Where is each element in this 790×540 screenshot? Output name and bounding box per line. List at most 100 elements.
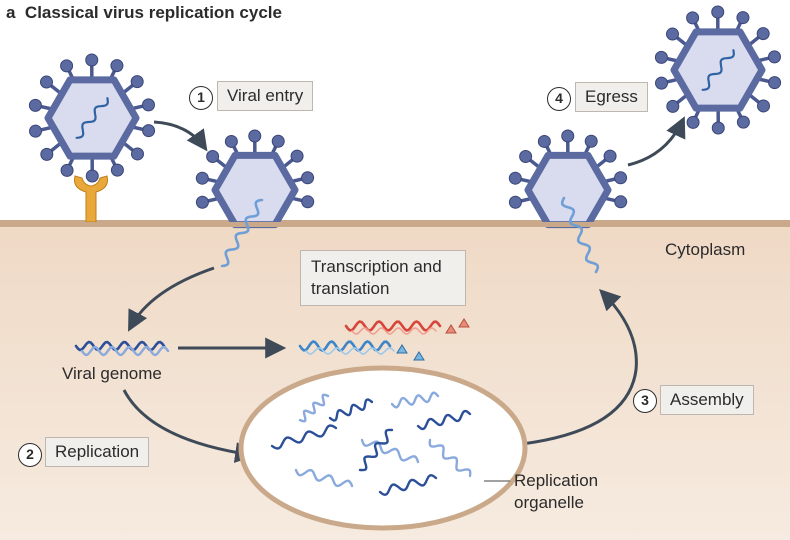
organelle-rna bbox=[328, 398, 374, 422]
step-3-number: 3 bbox=[633, 389, 657, 413]
replication-organelle bbox=[238, 365, 528, 531]
step-4-number: 4 bbox=[547, 87, 571, 111]
protein-red-2 bbox=[458, 318, 470, 328]
spike-knob bbox=[206, 150, 220, 164]
host-receptor bbox=[74, 175, 108, 223]
spike-knob bbox=[584, 134, 598, 148]
step-4-label: Egress bbox=[575, 82, 648, 112]
spike-knob bbox=[141, 98, 155, 112]
spike-knob bbox=[736, 115, 750, 129]
spike-knob bbox=[29, 124, 43, 138]
organelle-rna bbox=[416, 409, 472, 431]
spike-knob bbox=[290, 149, 304, 163]
protein-red-1 bbox=[445, 324, 457, 334]
spike-knob bbox=[614, 171, 628, 185]
step-1-label: Viral entry bbox=[217, 81, 314, 111]
organelle-rna bbox=[270, 424, 338, 450]
spike-knob bbox=[654, 50, 668, 64]
spike-knob bbox=[110, 59, 124, 73]
spike-knob bbox=[131, 147, 145, 161]
mrna-red-light bbox=[351, 327, 437, 335]
spike-knob bbox=[736, 11, 750, 25]
spike-knob bbox=[561, 129, 575, 143]
virus-released bbox=[654, 5, 782, 135]
arrow-entry bbox=[153, 120, 208, 152]
spike-knob bbox=[110, 163, 124, 177]
cytoplasm-label: Cytoplasm bbox=[665, 240, 746, 259]
arrow-assembly bbox=[521, 289, 638, 446]
spike-knob bbox=[614, 195, 628, 209]
capsid bbox=[211, 151, 299, 229]
spike-knob bbox=[142, 124, 156, 138]
spike-knob bbox=[686, 11, 700, 25]
spike-knob bbox=[686, 115, 700, 129]
viral-rna-strand bbox=[75, 97, 109, 139]
organelle-rna bbox=[428, 438, 472, 478]
spike-knob bbox=[248, 129, 262, 143]
protein-blue-2 bbox=[413, 351, 425, 361]
membrane-overlay bbox=[0, 222, 790, 227]
viral-genome-label: Viral genome bbox=[62, 364, 162, 383]
arrow-egress bbox=[627, 116, 686, 167]
spike-knob bbox=[666, 99, 680, 113]
spike-knob bbox=[130, 75, 144, 89]
entering-genome bbox=[220, 198, 264, 268]
capsid bbox=[524, 151, 612, 229]
spike-knob bbox=[756, 27, 770, 41]
organelle-rna bbox=[360, 438, 420, 464]
spike-knob bbox=[519, 150, 533, 164]
mrna-blue-light bbox=[305, 347, 395, 355]
step-2-label: Replication bbox=[45, 437, 150, 467]
title-text: Classical virus replication cycle bbox=[24, 3, 282, 22]
spike-knob bbox=[711, 5, 725, 19]
spike-knob bbox=[665, 27, 679, 41]
organelle-rna bbox=[358, 428, 394, 472]
organelle-rna bbox=[378, 474, 438, 496]
spike-knob bbox=[85, 169, 99, 183]
virus-attaching bbox=[195, 129, 315, 229]
spike-knob bbox=[508, 195, 522, 209]
spike-knob bbox=[60, 163, 74, 177]
virus-extracellular bbox=[28, 53, 156, 183]
spike-knob bbox=[195, 171, 209, 185]
spike-knob bbox=[195, 195, 209, 209]
spike-knob bbox=[28, 98, 42, 112]
step-3-label: Assembly bbox=[660, 385, 754, 415]
virus-assembling bbox=[508, 129, 628, 229]
spike-knob bbox=[537, 134, 551, 148]
spike-knob bbox=[224, 134, 238, 148]
arrow-to-organelle bbox=[122, 389, 257, 463]
spike-knob bbox=[757, 99, 771, 113]
spike-knob bbox=[767, 50, 781, 64]
panel-letter: a bbox=[6, 3, 16, 22]
capsid bbox=[670, 28, 766, 112]
organelle-rna bbox=[298, 393, 330, 423]
spike-knob bbox=[39, 75, 53, 89]
spike-knob bbox=[508, 171, 522, 185]
arrow-to-genome bbox=[128, 266, 215, 332]
viral-rna-strand bbox=[701, 49, 735, 91]
spike-knob bbox=[60, 59, 74, 73]
mrna-red bbox=[344, 320, 442, 332]
viral-genome-strand-b bbox=[80, 345, 170, 357]
spike-knob bbox=[768, 76, 782, 90]
replication-organelle-label: Replication organelle bbox=[514, 471, 599, 512]
spike-knob bbox=[301, 195, 315, 209]
capsid bbox=[44, 76, 140, 160]
organelle-rna bbox=[390, 391, 440, 409]
transcription-label: Transcription and translation bbox=[300, 250, 466, 306]
spike-knob bbox=[301, 171, 315, 185]
spike-knob bbox=[603, 149, 617, 163]
spike-knob bbox=[655, 76, 669, 90]
protein-blue-1 bbox=[396, 344, 408, 354]
step-1-number: 1 bbox=[189, 86, 213, 110]
assembly-genome bbox=[560, 196, 600, 274]
spike-knob bbox=[271, 134, 285, 148]
spike-knob bbox=[40, 147, 54, 161]
organelle-rna bbox=[294, 468, 354, 488]
spike-knob bbox=[711, 121, 725, 135]
step-2-number: 2 bbox=[18, 443, 42, 467]
figure-title: a Classical virus replication cycle bbox=[6, 3, 282, 23]
spike-knob bbox=[85, 53, 99, 67]
